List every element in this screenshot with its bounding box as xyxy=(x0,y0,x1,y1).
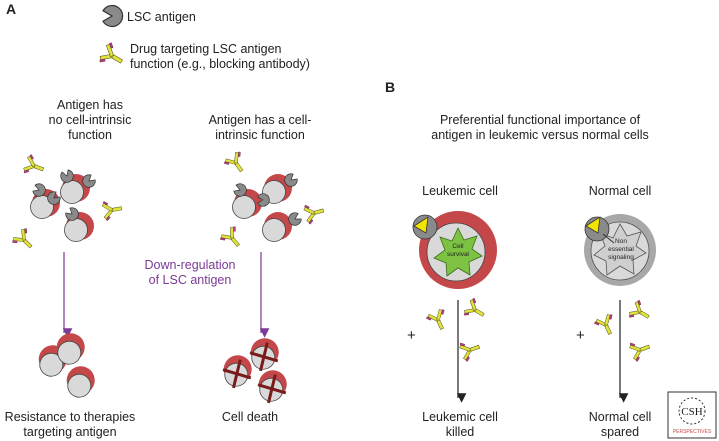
cell-survival-star xyxy=(433,227,483,277)
normal-antibodies xyxy=(592,298,654,363)
left-title-line2: no cell-intrinsic xyxy=(48,113,132,127)
middle-note-line2: of LSC antigen xyxy=(148,273,232,287)
normal-cell-label: Normal cell xyxy=(588,184,652,198)
normal-inner-line1: Non xyxy=(615,238,627,245)
left-outcome-line2: targeting antigen xyxy=(23,425,117,439)
resistant-cells xyxy=(31,327,102,402)
left-outcome-line1: Resistance to therapies xyxy=(4,410,136,424)
leukemic-cell-diagram: Cell survival xyxy=(412,211,497,289)
right-outcome: Cell death xyxy=(221,410,279,424)
legend-drug-label-line2: function (e.g., blocking antibody) xyxy=(130,57,310,71)
left-title-line3: function xyxy=(68,128,112,142)
normal-plus: + xyxy=(576,327,585,344)
logo-text-perspectives: PERSPECTIVES xyxy=(673,429,712,435)
leukemic-inner-line1: Cell xyxy=(452,243,464,250)
right-cell-cluster xyxy=(232,171,304,242)
panel-b-title-line2: antigen in leukemic versus normal cells xyxy=(431,128,649,142)
leukemic-inner-line2: survival xyxy=(447,251,470,258)
leukemic-cell-label: Leukemic cell xyxy=(422,184,498,198)
normal-outcome-line2: spared xyxy=(600,425,640,439)
dead-cells xyxy=(215,331,295,407)
right-title-line1: Antigen has a cell- xyxy=(208,113,312,127)
normal-inner-line3: signaling xyxy=(608,254,634,261)
normal-outcome-line1: Normal cell xyxy=(588,410,652,424)
panel-b-label: B xyxy=(385,79,396,95)
legend-antibody-icon xyxy=(96,40,128,72)
logo-text-csh: CSH xyxy=(681,406,702,418)
legend-drug-label-line1: Drug targeting LSC antigen xyxy=(130,42,282,56)
normal-inner-line2: essential xyxy=(608,246,634,253)
csh-perspectives-logo: CSH PERSPECTIVES xyxy=(667,391,717,439)
leukemic-plus: + xyxy=(407,327,416,344)
middle-note-line1: Down-regulation xyxy=(144,258,236,272)
normal-cell-diagram: Non essential signaling xyxy=(584,214,656,286)
leukemic-antigen-ligand-icon xyxy=(413,216,429,234)
leukemic-antibodies xyxy=(424,296,489,363)
left-title-line1: Antigen has xyxy=(56,98,124,112)
panel-b-title-line1: Preferential functional importance of xyxy=(439,113,641,127)
leukemic-outcome-line2: killed xyxy=(445,425,475,439)
normal-signal-arrow xyxy=(602,233,615,244)
panel-a-label: A xyxy=(6,1,17,17)
legend-antigen-icon xyxy=(102,4,124,28)
leukemic-outcome-line1: Leukemic cell xyxy=(422,410,498,424)
normal-antigen-ligand-icon xyxy=(585,216,601,234)
left-antibodies xyxy=(9,153,124,255)
right-title-line2: intrinsic function xyxy=(215,128,305,142)
left-cell-cluster xyxy=(30,168,98,242)
legend-antigen-label: LSC antigen xyxy=(127,10,196,24)
